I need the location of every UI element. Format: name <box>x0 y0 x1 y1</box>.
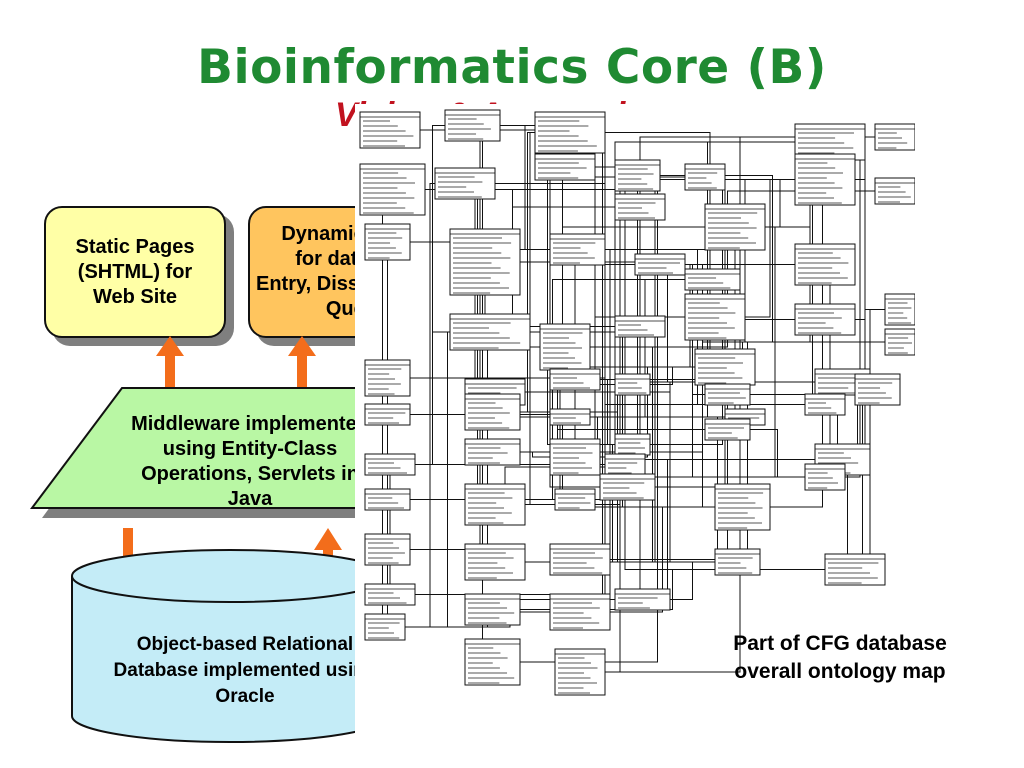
ontology-table <box>549 438 601 476</box>
ontology-table <box>714 483 771 531</box>
ontology-table <box>449 228 521 296</box>
ontology-table <box>549 368 601 391</box>
ontology-table <box>794 153 856 206</box>
static-pages-box: Static Pages (SHTML) for Web Site <box>44 206 226 338</box>
ontology-table <box>874 123 915 151</box>
ontology-link <box>465 451 760 563</box>
ontology-table <box>549 543 611 576</box>
ontology-table <box>534 111 606 154</box>
ontology-map-caption: Part of CFG database overall ontology ma… <box>733 632 947 683</box>
ontology-table <box>464 438 521 466</box>
ontology-table <box>464 393 521 431</box>
ontology-table <box>534 153 596 181</box>
ontology-table <box>714 548 761 576</box>
ontology-table <box>634 253 686 276</box>
ontology-table <box>549 408 591 426</box>
ontology-table <box>549 233 606 266</box>
ontology-table <box>364 533 411 566</box>
ontology-table <box>554 488 596 511</box>
ontology-table <box>359 163 426 216</box>
ontology-map <box>355 104 915 744</box>
ontology-table <box>614 373 651 396</box>
ontology-link <box>670 561 715 600</box>
ontology-table <box>464 543 526 581</box>
ontology-table <box>464 483 526 526</box>
ontology-table <box>884 328 915 356</box>
database-cylinder <box>71 549 389 743</box>
ontology-table <box>464 593 521 626</box>
arrow-up-static-icon <box>156 336 184 388</box>
ontology-table <box>804 463 846 491</box>
ontology-table <box>614 588 671 611</box>
arrow-up-dynamic-icon <box>288 336 316 388</box>
static-pages-label: Static Pages (SHTML) for Web Site <box>75 235 195 308</box>
ontology-table <box>599 473 656 501</box>
ontology-table <box>684 293 746 341</box>
ontology-table <box>464 638 521 686</box>
ontology-table <box>549 593 611 631</box>
ontology-table <box>694 348 756 386</box>
ontology-table <box>364 488 411 511</box>
ontology-link <box>610 341 885 560</box>
ontology-table <box>364 613 406 641</box>
ontology-table <box>614 315 666 338</box>
ontology-table <box>704 203 766 251</box>
ontology-table <box>704 383 751 406</box>
database-label: Object-based Relational Database impleme… <box>113 634 377 707</box>
ontology-link <box>610 506 715 613</box>
ontology-table <box>704 418 751 441</box>
ontology-table <box>684 268 741 291</box>
ontology-table <box>684 163 726 191</box>
ontology-table <box>794 243 856 286</box>
ontology-table <box>554 648 606 696</box>
ontology-table <box>804 393 846 416</box>
ontology-table <box>359 111 421 149</box>
ontology-table <box>614 193 666 221</box>
ontology-table <box>614 433 651 456</box>
ontology-table <box>434 167 496 200</box>
ontology-table <box>794 303 856 336</box>
ontology-table <box>364 453 416 476</box>
ontology-table <box>884 293 915 326</box>
ontology-table <box>874 177 915 205</box>
ontology-table <box>364 403 411 426</box>
slide-title: Bioinformatics Core (B) <box>197 40 827 95</box>
ontology-table <box>854 373 901 406</box>
ontology-table <box>824 553 886 586</box>
ontology-table <box>444 109 501 142</box>
ontology-table <box>364 223 411 261</box>
ontology-table <box>614 159 661 192</box>
ontology-table <box>539 323 591 371</box>
ontology-table <box>364 359 411 397</box>
ontology-table <box>364 583 416 606</box>
ontology-table <box>449 313 531 351</box>
middleware-label: Middleware implemented using Entity-Clas… <box>131 413 369 510</box>
